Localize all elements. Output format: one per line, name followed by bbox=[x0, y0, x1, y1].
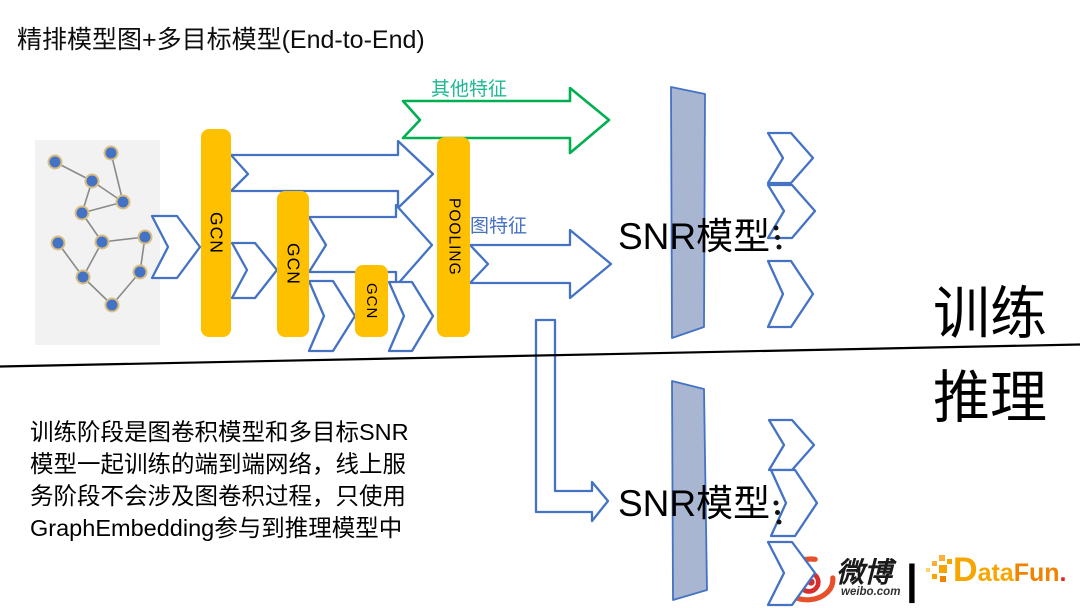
description-line-2: 模型一起训练的端到端网络，线上服 bbox=[30, 451, 406, 477]
elbow-connector-to-lower-snr bbox=[534, 318, 610, 523]
graph-illustration bbox=[35, 140, 160, 345]
weibo-domain-text: weibo.com bbox=[841, 586, 901, 598]
output-chevron-bottom-3 bbox=[766, 540, 817, 607]
datafun-text-fun: Fun bbox=[1013, 559, 1060, 587]
graph-network-icon bbox=[47, 145, 153, 313]
output-chevron-bottom-1 bbox=[767, 418, 816, 472]
gcn-layer-2: GCN bbox=[277, 191, 309, 337]
arrow-other-features bbox=[401, 86, 611, 155]
description-line-1: 训练阶段是图卷积模型和多目标SNR bbox=[30, 419, 409, 445]
pooling-label: POOLING bbox=[445, 198, 463, 276]
datafun-mosaic-icon bbox=[926, 554, 952, 582]
output-chevron-top-3 bbox=[766, 259, 815, 329]
output-chevron-top-2 bbox=[766, 183, 817, 240]
train-inference-separator bbox=[0, 343, 1080, 368]
footer-divider: | bbox=[906, 556, 918, 603]
gcn-layer-3: GCN bbox=[355, 265, 388, 337]
graph-nodes bbox=[47, 145, 153, 313]
weibo-logo-text: 微博 bbox=[836, 557, 893, 588]
slide-title: 精排模型图+多目标模型(End-to-End) bbox=[17, 26, 425, 54]
datafun-letter-d: D bbox=[953, 551, 978, 589]
output-chevron-top-1 bbox=[766, 131, 815, 185]
arrow-pooling-to-snr bbox=[468, 228, 613, 300]
snr-model-bottom-label: SNR模型 bbox=[618, 483, 771, 524]
snr-model-top-label: SNR模型 bbox=[618, 216, 771, 257]
gcn1-label: GCN bbox=[206, 212, 227, 254]
ellipsis-dots-top bbox=[773, 225, 782, 250]
chevron-gcn1-to-gcn2 bbox=[230, 241, 279, 300]
datafun-dot: . bbox=[1059, 559, 1067, 587]
gcn-layer-1: GCN bbox=[201, 129, 231, 337]
chevron-graph-to-gcn1 bbox=[150, 214, 202, 280]
graph-features-label: 图特征 bbox=[470, 216, 528, 237]
gcn3-label: GCN bbox=[363, 282, 380, 320]
pooling-layer: POOLING bbox=[437, 137, 470, 337]
output-chevron-bottom-2 bbox=[769, 468, 819, 538]
other-features-label: 其他特征 bbox=[431, 79, 508, 100]
description-line-4: GraphEmbedding参与到推理模型中 bbox=[30, 515, 403, 541]
description-text: 训练阶段是图卷积模型和多目标SNR 模型一起训练的端到端网络，线上服 务阶段不会… bbox=[30, 416, 409, 544]
chevron-gcn3-to-pooling bbox=[387, 280, 435, 353]
gcn2-label: GCN bbox=[283, 243, 304, 285]
inference-label: 推理 bbox=[933, 366, 1047, 430]
train-label: 训练 bbox=[933, 282, 1047, 346]
datafun-text-ata: ata bbox=[977, 559, 1014, 587]
chevron-gcn2-to-gcn3 bbox=[307, 279, 357, 353]
snr-model-panel-top bbox=[670, 86, 706, 339]
ellipsis-dots-bottom bbox=[773, 500, 782, 525]
snr-model-panel-bottom bbox=[671, 380, 708, 601]
description-line-3: 务阶段不会涉及图卷积过程，只使用 bbox=[30, 483, 406, 509]
